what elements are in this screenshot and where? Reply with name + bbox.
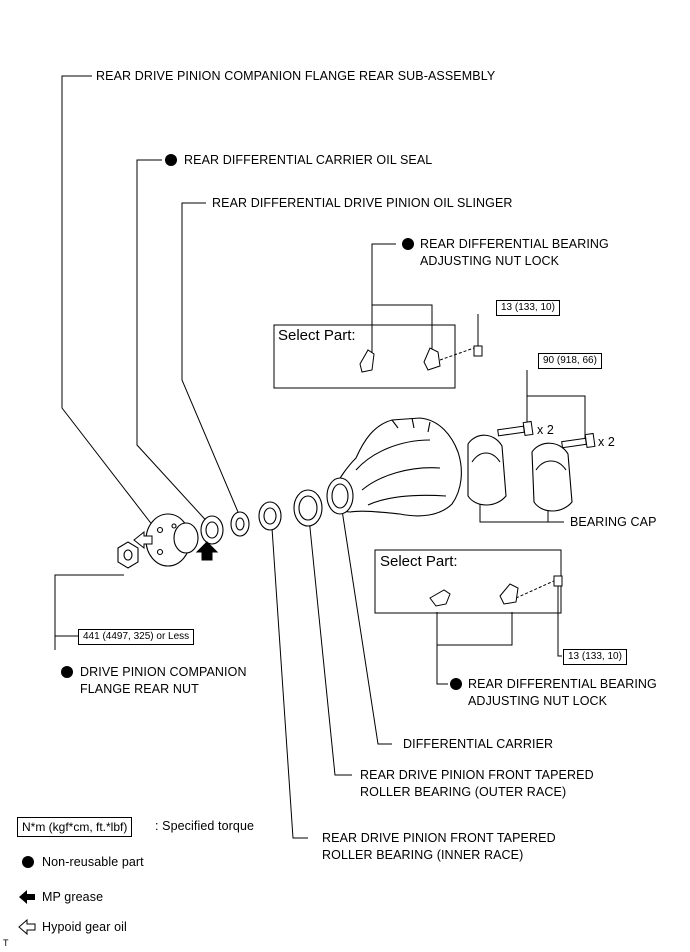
label-bearing-cap: BEARING CAP	[570, 515, 657, 529]
non-reusable-marker-flange-nut	[61, 666, 73, 678]
label-outer-race-line1: REAR DRIVE PINION FRONT TAPERED	[360, 768, 594, 782]
legend-non-reusable-text: Non-reusable part	[42, 855, 144, 869]
leader-outer-race	[307, 507, 352, 776]
mp-grease-arrow	[195, 541, 219, 561]
leader-companion-flange	[61, 75, 161, 536]
non-reusable-marker-oil-seal	[165, 154, 177, 166]
select-part-box-upper	[273, 324, 456, 389]
nut-lock-lower-b	[499, 583, 519, 605]
legend-non-reusable-icon	[22, 856, 34, 868]
label-inner-race-line2: ROLLER BEARING (INNER RACE)	[322, 848, 524, 862]
inner-race	[258, 501, 282, 531]
leader-cap-bolt-b	[527, 395, 586, 438]
cap-bolt-a	[497, 420, 534, 437]
leader-oil-seal	[136, 159, 213, 528]
lock-bolt-lower	[553, 575, 563, 587]
non-reusable-marker-nut-lock-upper	[402, 238, 414, 250]
leader-inner-race	[271, 527, 308, 839]
legend-hypoid-oil-icon	[18, 918, 36, 936]
oil-seal	[200, 515, 224, 545]
label-flange-nut-line2: FLANGE REAR NUT	[80, 682, 199, 696]
legend-hypoid-oil-text: Hypoid gear oil	[42, 920, 127, 934]
label-inner-race-line1: REAR DRIVE PINION FRONT TAPERED	[322, 831, 556, 845]
bearing-cap-right	[531, 442, 573, 512]
oil-slinger	[230, 511, 250, 537]
nut-lock-lower-a	[429, 589, 451, 607]
legend-mp-grease-icon	[19, 890, 35, 904]
non-reusable-marker-nut-lock-lower	[450, 678, 462, 690]
legend-torque-text: : Specified torque	[155, 819, 255, 833]
select-part-title-lower: Select Part:	[380, 553, 458, 570]
nut-lock-upper-b	[423, 347, 441, 371]
bolt-path-lower	[515, 579, 557, 599]
leader-nut-lock-lower	[436, 612, 448, 685]
leader-oil-slinger	[181, 202, 239, 513]
torque-box-cap-bolt: 90 (918, 66)	[538, 353, 602, 369]
quantity-cap-bolt-b: x 2	[598, 435, 615, 449]
leader-torque-lower	[557, 585, 562, 657]
label-nut-lock-lower-line2: ADJUSTING NUT LOCK	[468, 694, 608, 708]
bearing-cap-left	[467, 434, 507, 506]
quantity-cap-bolt-a: x 2	[537, 423, 554, 437]
bolt-path-upper	[439, 347, 475, 361]
select-part-title-upper: Select Part:	[278, 327, 356, 344]
lock-bolt-upper	[473, 345, 483, 357]
label-companion-flange: REAR DRIVE PINION COMPANION FLANGE REAR …	[96, 69, 496, 83]
leader-carrier	[341, 509, 392, 745]
label-nut-lock-lower-line1: REAR DIFFERENTIAL BEARING	[468, 677, 657, 691]
cap-bolt-b	[561, 432, 596, 449]
label-flange-nut-line1: DRIVE PINION COMPANION	[80, 665, 247, 679]
torque-box-upper-lock-bolt: 13 (133, 10)	[496, 300, 560, 316]
outer-race	[293, 489, 323, 527]
label-carrier: DIFFERENTIAL CARRIER	[403, 737, 554, 751]
leader-flange-nut	[54, 574, 124, 650]
torque-box-lower-lock-bolt: 13 (133, 10)	[563, 649, 627, 665]
flange-nut	[117, 541, 139, 569]
label-oil-seal: REAR DIFFERENTIAL CARRIER OIL SEAL	[184, 153, 433, 167]
label-nut-lock-upper-line1: REAR DIFFERENTIAL BEARING	[420, 237, 609, 251]
companion-flange	[145, 513, 199, 567]
label-oil-slinger: REAR DIFFERENTIAL DRIVE PINION OIL SLING…	[212, 196, 513, 210]
label-outer-race-line2: ROLLER BEARING (OUTER RACE)	[360, 785, 567, 799]
differential-carrier	[326, 417, 462, 517]
label-nut-lock-upper-line2: ADJUSTING NUT LOCK	[420, 254, 560, 268]
nut-lock-upper-a	[359, 349, 375, 373]
legend-torque-box: N*m (kgf*cm, ft.*lbf)	[17, 817, 133, 837]
torque-box-flange-nut: 441 (4497, 325) or Less	[78, 629, 195, 645]
hypoid-oil-arrow	[133, 530, 153, 550]
leader-nut-lock-lower-b	[437, 612, 513, 646]
legend-mp-grease-text: MP grease	[42, 890, 104, 904]
corner-mark: T	[3, 938, 9, 948]
